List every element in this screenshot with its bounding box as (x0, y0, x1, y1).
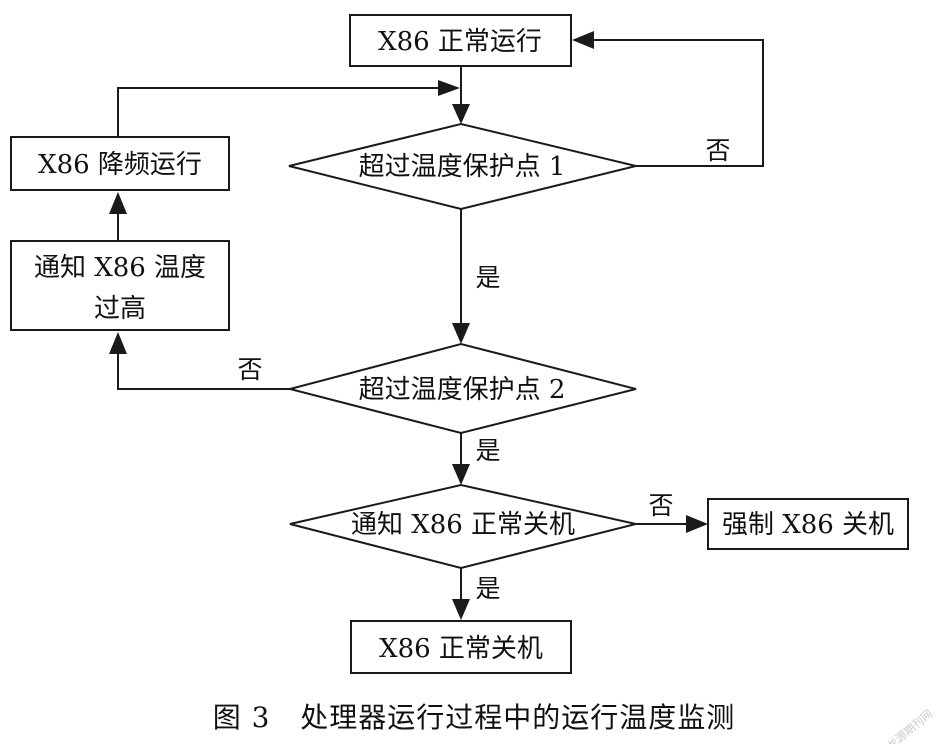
node-x86-normal-run (349, 14, 572, 67)
node-x86-normal-run-label: X86 正常运行 (378, 27, 542, 57)
edge-label-shutdown-yes: 是 (475, 574, 500, 603)
decision-notify-shutdown-label: 通知 X86 正常关机 (351, 510, 575, 540)
edge-label-cp2-no: 否 (237, 355, 262, 384)
node-x86-throttle-label: X86 降频运行 (38, 150, 202, 180)
arrowhead-cp1-no (572, 31, 594, 49)
arrowhead-cp1 (452, 104, 470, 124)
edge-label-shutdown-no: 否 (648, 491, 673, 520)
decision-check-point-2 (286, 342, 637, 435)
watermark: 龙源期刊网 (884, 706, 935, 744)
decision-notify-shutdown (289, 483, 637, 570)
arrowhead-cp1-yes (452, 323, 470, 344)
edge-label-cp1-yes: 是 (475, 263, 500, 292)
edge-throttle-loop (117, 87, 440, 137)
arrowhead-notify-to-throttle (109, 192, 127, 214)
node-notify-high-temp-line1: 通知 X86 温度 (34, 253, 206, 283)
node-x86-throttle (10, 136, 230, 191)
figure-caption: 图 3 处理器运行过程中的运行温度监测 (213, 701, 735, 734)
edge-label-cp2-yes: 是 (475, 436, 500, 465)
arrowhead-shutdown-yes (452, 599, 470, 620)
node-force-shutdown-label: 强制 X86 关机 (722, 510, 894, 540)
arrowhead-shutdown-no (686, 515, 708, 533)
node-x86-normal-shutdown-label: X86 正常关机 (379, 634, 543, 664)
decision-check-point-1-label: 超过温度保护点 1 (359, 152, 566, 182)
edge-cp2-no (117, 352, 290, 390)
arrowhead-cp2-yes (452, 464, 470, 485)
arrowhead-throttle-loop (438, 80, 460, 96)
node-force-shutdown (707, 498, 909, 550)
edge-cp1-no (592, 39, 764, 167)
decision-check-point-2-label: 超过温度保护点 2 (359, 375, 566, 405)
decision-check-point-1 (288, 122, 637, 211)
arrowhead-cp2-no (109, 332, 127, 354)
node-x86-normal-shutdown (350, 620, 572, 674)
edge-label-cp1-no: 否 (705, 136, 730, 165)
node-notify-high-temp-line2: 过高 (94, 294, 146, 324)
node-notify-high-temp (10, 240, 230, 331)
